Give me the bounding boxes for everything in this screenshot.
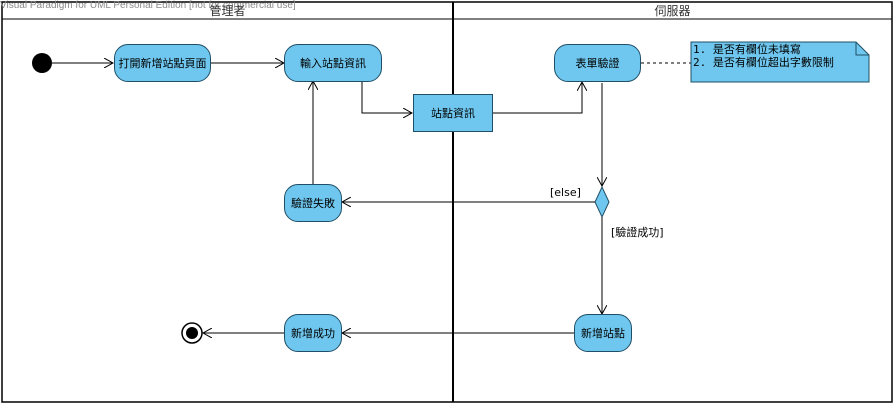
action-open-add-site-page[interactable]: 打開新增站點頁面 [114, 44, 211, 82]
action-input-site-info[interactable]: 輸入站點資訊 [284, 44, 382, 82]
action-add-success[interactable]: 新增成功 [284, 314, 342, 352]
note-fold [855, 42, 869, 56]
decision-node [594, 185, 610, 219]
object-site-info[interactable]: 站點資訊 [413, 94, 493, 132]
action-validate-fail[interactable]: 驗證失敗 [284, 184, 342, 222]
validation-note: 1. 是否有欄位未填寫 2. 是否有欄位超出字數限制 [691, 42, 869, 82]
note-shape [690, 41, 870, 83]
final-node-inner [186, 327, 198, 339]
lane-title-server: 伺服器 [654, 4, 691, 18]
note-line-1: 1. 是否有欄位未填寫 [693, 43, 801, 56]
flow-input-to-siteinfo [361, 80, 412, 113]
initial-node [32, 53, 52, 73]
watermark-text: Visual Paradigm for UML Personal Edition… [0, 0, 296, 11]
guard-else: [else] [550, 186, 581, 199]
flow-siteinfo-to-validate [493, 82, 582, 114]
note-line-2: 2. 是否有欄位超出字數限制 [693, 56, 834, 69]
action-add-site[interactable]: 新增站點 [574, 314, 632, 352]
guard-validate-success: [驗證成功] [611, 226, 664, 239]
lane-title-admin: 管理者 [209, 4, 246, 18]
action-form-validate[interactable]: 表單驗證 [554, 44, 641, 82]
